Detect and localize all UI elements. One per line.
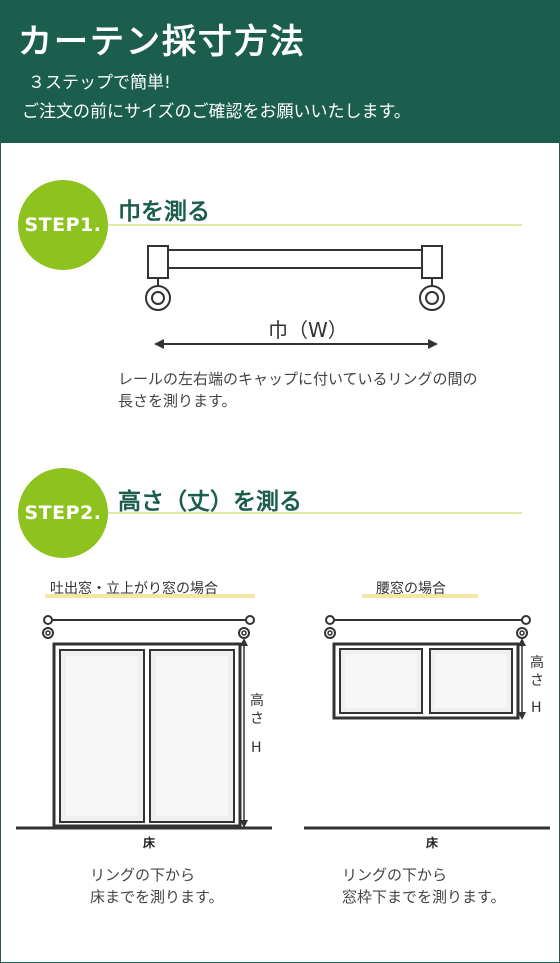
step2-divider	[108, 512, 522, 514]
width-label: 巾（W）	[268, 318, 348, 342]
page-title: カーテン採寸方法	[18, 22, 306, 62]
right-note-line2: 窓枠下までを測ります。	[342, 888, 506, 906]
left-window-caption: 吐出窓・立上がり窓の場合	[50, 581, 218, 597]
step1-desc-line1: レールの左右端のキャップに付いているリングの間の	[118, 370, 478, 388]
left-height-label-1: 高	[250, 693, 264, 709]
left-note-line2: 床までを測ります。	[90, 888, 224, 906]
step1-divider	[108, 224, 522, 226]
step2-title: 高さ（丈）を測る	[118, 489, 302, 515]
right-floor-label: 床	[426, 836, 439, 850]
step2-badge: STEP2.	[18, 468, 108, 558]
right-height-label-2: さ	[530, 673, 544, 689]
waist-window-illustration	[304, 615, 550, 830]
header-subtitle-1: ３ステップで簡単!	[28, 73, 171, 93]
left-floor-label: 床	[143, 836, 156, 850]
header-banner: カーテン採寸方法 ３ステップで簡単! ご注文の前にサイズのご確認をお願いいたしま…	[0, 0, 560, 143]
step1-badge: STEP1.	[18, 180, 108, 270]
right-window-caption: 腰窓の場合	[376, 581, 446, 597]
floor-window-illustration	[16, 615, 272, 830]
right-caption-highlight	[362, 594, 478, 598]
left-height-label-2: さ	[250, 711, 264, 727]
step1-title: 巾を測る	[118, 199, 210, 225]
right-height-label-3: H	[531, 700, 542, 716]
left-height-label-3: H	[251, 740, 262, 756]
left-note-line1: リングの下から	[90, 866, 196, 884]
header-subtitle-2: ご注文の前にサイズのご確認をお願いいたします。	[22, 102, 411, 122]
left-caption-highlight	[45, 594, 255, 598]
right-height-label-1: 高	[530, 655, 544, 671]
step1-desc-line2: 長さを測ります。	[118, 392, 237, 410]
right-note-line1: リングの下から	[342, 866, 448, 884]
curtain-rail-illustration	[145, 245, 445, 349]
